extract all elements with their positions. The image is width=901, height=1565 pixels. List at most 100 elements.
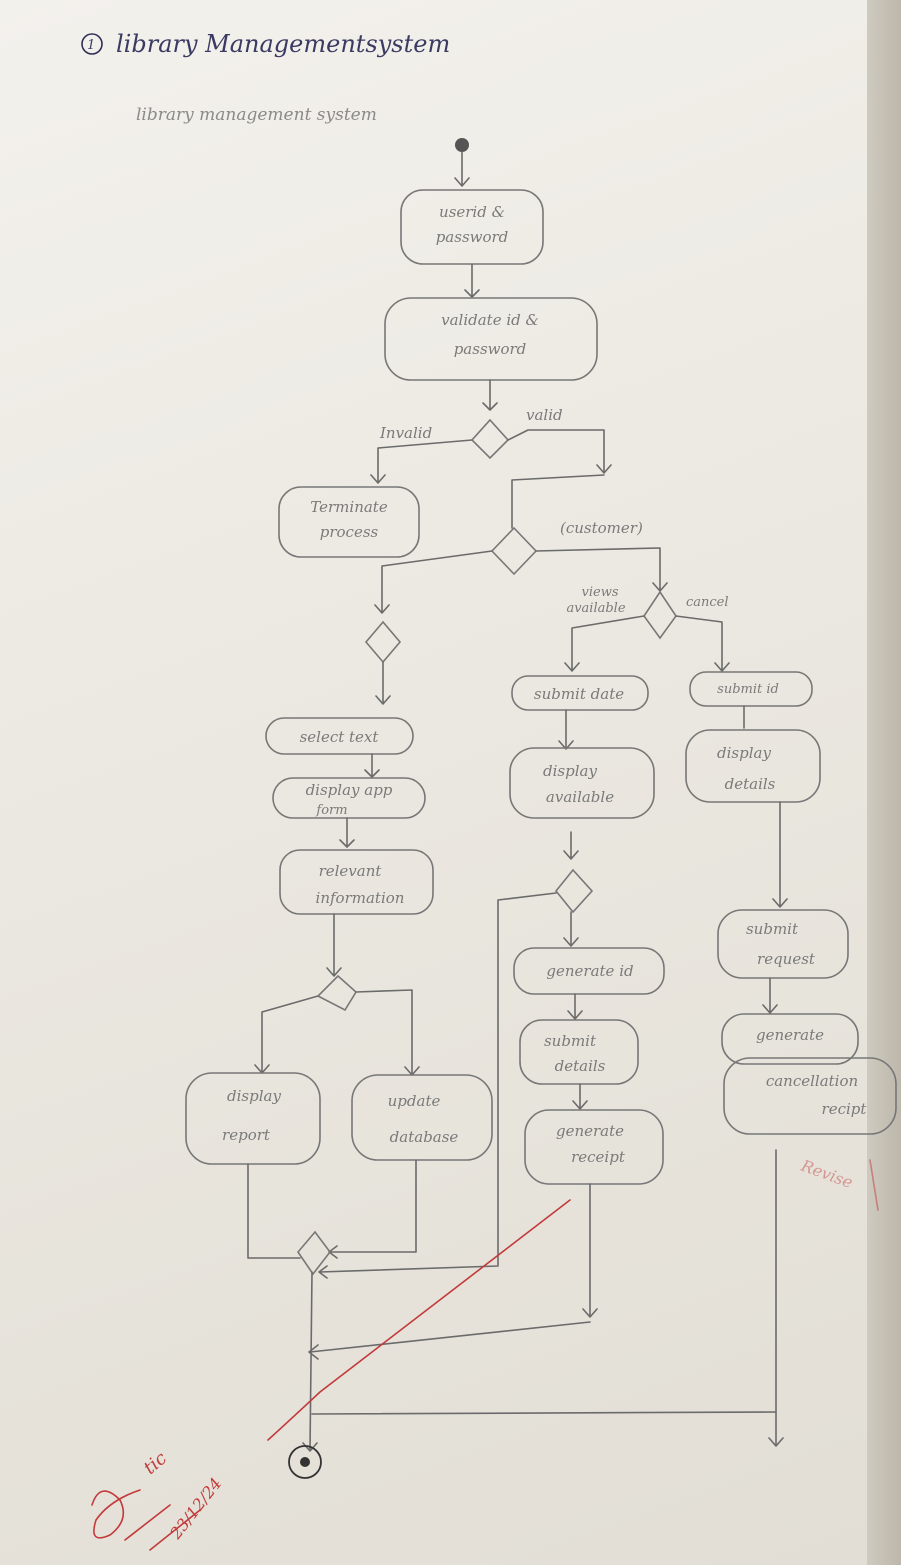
flow-arrow xyxy=(454,151,470,187)
flow-arrow xyxy=(311,1411,777,1415)
flow-arrow xyxy=(482,379,498,411)
node-label: userid & xyxy=(439,203,505,221)
action-userid-password: userid & password xyxy=(400,189,544,265)
node-label: display xyxy=(227,1087,281,1105)
guard-valid: valid xyxy=(526,406,563,424)
title-number-circle xyxy=(81,33,103,55)
flow-to-update-database xyxy=(355,989,420,1076)
flow-arrow xyxy=(364,753,380,778)
action-submit-details: submit details xyxy=(519,1019,639,1085)
check-mark-line xyxy=(267,1199,571,1441)
flow-arrow xyxy=(582,1183,598,1318)
flow-arrow xyxy=(247,1163,301,1259)
end-node xyxy=(288,1445,322,1479)
action-display-available: display available xyxy=(509,747,655,819)
flow-arrow xyxy=(464,263,480,298)
node-label: cancellation xyxy=(766,1072,858,1090)
guard-customer: (customer) xyxy=(560,519,643,537)
node-label: submit xyxy=(746,920,799,938)
revise-stamp: Revise xyxy=(798,1156,856,1192)
decision-customer-action xyxy=(643,590,677,640)
flow-cancel xyxy=(675,615,730,672)
node-label: generate xyxy=(756,1026,824,1044)
node-label: submit date xyxy=(534,685,624,703)
flow-arrow xyxy=(328,1159,417,1259)
node-label: information xyxy=(316,889,405,907)
action-select-text: select text xyxy=(265,717,414,755)
flow-arrow xyxy=(567,993,583,1020)
node-label: update xyxy=(388,1092,441,1110)
node-label: database xyxy=(390,1128,459,1146)
node-label: validate id & xyxy=(441,311,539,329)
flow-staff xyxy=(374,550,493,614)
flow-arrow xyxy=(302,1271,318,1452)
node-label: select text xyxy=(300,728,380,746)
guard-cancel: cancel xyxy=(686,595,729,610)
node-label: password xyxy=(454,340,527,358)
node-label: display app xyxy=(306,781,393,799)
action-generate-id: generate id xyxy=(513,947,665,995)
action-submit-date: submit date xyxy=(511,675,649,711)
action-generate-receipt: generate receipt xyxy=(524,1109,664,1185)
action-relevant-information: relevant information xyxy=(279,849,434,915)
action-terminate-process: Terminate process xyxy=(278,486,420,558)
flow-view xyxy=(564,615,645,672)
flow-arrow xyxy=(339,817,355,848)
flow-arrow xyxy=(375,661,391,705)
signature-scribble xyxy=(91,1489,201,1551)
action-display-app-form: display app form xyxy=(272,777,426,819)
node-label: generate id xyxy=(546,962,633,980)
flow-arrow xyxy=(326,913,342,977)
flow-arrow xyxy=(762,977,778,1014)
node-label: details xyxy=(725,775,776,793)
flow-invalid xyxy=(370,439,473,484)
flow-valid xyxy=(507,429,612,474)
signature-text: tic xyxy=(140,1448,171,1479)
page-subtitle: library management system xyxy=(136,105,377,125)
node-label: recipt xyxy=(822,1100,868,1118)
flow-arrow xyxy=(572,1083,588,1110)
flow-arrow xyxy=(772,801,788,908)
node-label: relevant xyxy=(319,862,383,880)
node-label: display xyxy=(717,744,771,762)
guard-views: views xyxy=(582,585,619,600)
decision-user-type xyxy=(490,526,538,576)
stamp-mark xyxy=(869,1159,879,1211)
decision-availability xyxy=(554,868,594,914)
node-label: submit id xyxy=(717,682,779,697)
flow-arrow xyxy=(768,1149,784,1447)
decision-merge xyxy=(296,1230,332,1276)
node-label: form xyxy=(315,803,347,818)
action-display-report: display report xyxy=(185,1072,321,1165)
node-label: available xyxy=(546,788,614,806)
node-label: report xyxy=(222,1126,271,1144)
flow-arrow xyxy=(563,911,579,947)
flow-not-available xyxy=(318,892,557,1279)
flow-arrow xyxy=(511,474,605,529)
action-generate-cancellation: generate xyxy=(721,1013,859,1065)
flow-arrow xyxy=(308,1321,591,1360)
node-label: Terminate xyxy=(310,498,388,516)
flow-arrow xyxy=(558,709,574,750)
guard-available: available xyxy=(566,601,625,616)
decision-fork xyxy=(316,974,358,1012)
node-label: details xyxy=(555,1057,606,1075)
page-edge xyxy=(867,0,901,1565)
signature-date: 23/12/24 xyxy=(166,1474,226,1543)
teacher-signature: tic 23/12/24 xyxy=(91,1448,226,1551)
title-number: 1 xyxy=(87,38,95,53)
node-label: receipt xyxy=(571,1148,626,1166)
action-submit-request: submit request xyxy=(717,909,849,979)
guard-invalid: Invalid xyxy=(379,424,432,442)
node-label: process xyxy=(320,523,379,541)
node-label: request xyxy=(757,950,816,968)
node-label: generate xyxy=(556,1122,624,1140)
flow-arrow xyxy=(563,831,579,860)
flow-to-display-report xyxy=(254,995,319,1074)
action-display-details: display details xyxy=(685,729,821,803)
node-label: submit xyxy=(544,1032,597,1050)
decision-valid xyxy=(470,418,510,460)
node-label: password xyxy=(436,228,509,246)
page-title: library Managementsystem xyxy=(116,30,450,58)
